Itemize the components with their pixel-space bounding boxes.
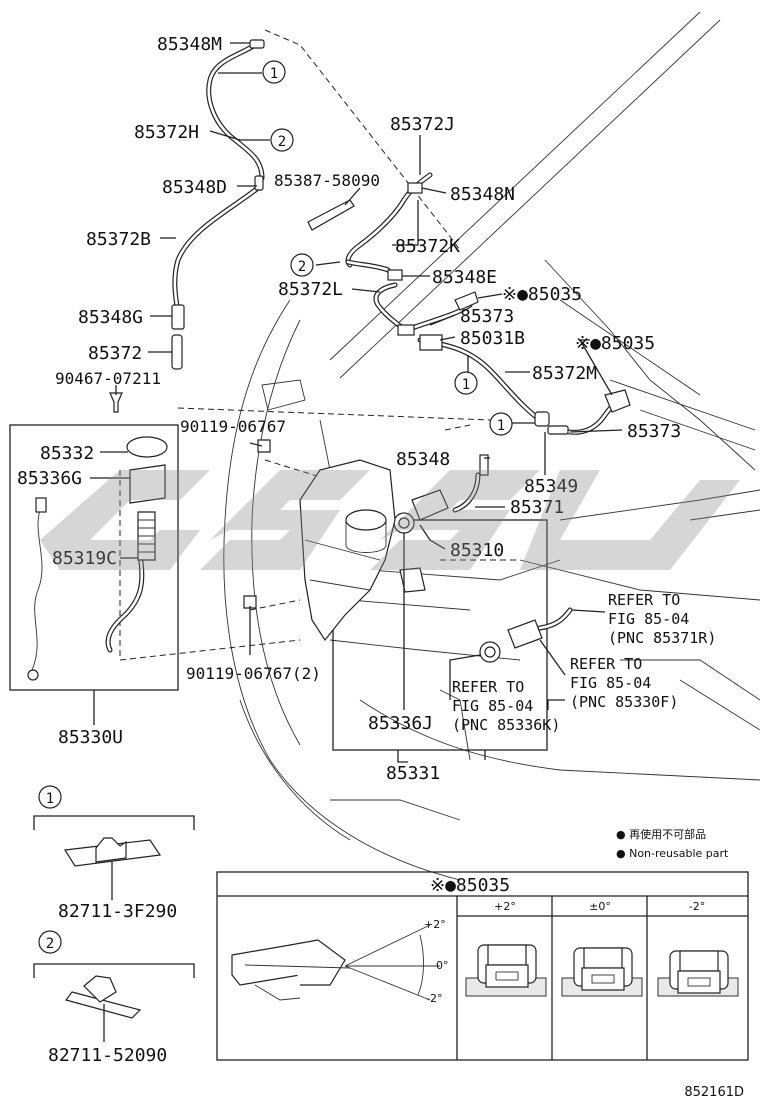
diagram-text: REFER TO (452, 678, 524, 696)
label-90467: 90467-07211 (55, 369, 161, 388)
label-85031B: 85031B (460, 328, 525, 349)
diagram-text: 2 (278, 134, 286, 150)
diagram-text: (PNC 85336K) (452, 716, 560, 734)
label-85372K: 85372K (395, 236, 460, 257)
diagram-text: FIG 85-04 (570, 674, 651, 692)
diagram-text: 1 (462, 377, 470, 393)
part-labels: 85348M 85372H 85348D 85372B 85348G 85372… (17, 34, 681, 784)
label-82711-3F290: 82711-3F290 (58, 901, 177, 922)
circle-marker-1c: 1 (489, 412, 513, 436)
clip-callout-1: 1 82711-3F290 (33, 785, 195, 922)
label-85372: 85372 (88, 343, 142, 364)
adjust-box-title: ※●85035 (430, 875, 510, 896)
label-82711-52090: 82711-52090 (48, 1045, 167, 1066)
diagram-text: 2 (46, 936, 54, 952)
diagram-text: (PNC 85330F) (570, 693, 678, 711)
label-85372M: 85372M (532, 363, 597, 384)
nozzle-view-minus2 (657, 950, 739, 997)
ref-note-85336K: REFER TO FIG 85-04 (PNC 85336K) (452, 678, 560, 734)
label-85348M: 85348M (157, 34, 222, 55)
diagram-text: REFER TO (570, 655, 642, 673)
diagram-text: -2° (426, 992, 442, 1005)
diagram-text: ● Non-reusable part (616, 847, 729, 860)
nozzle-view-plus2 (465, 944, 547, 997)
label-85035a: ※●85035 (502, 284, 582, 305)
small-parts (27, 39, 631, 681)
ref-note-85330F: REFER TO FIG 85-04 (PNC 85330F) (570, 655, 678, 711)
label-85310: 85310 (450, 540, 504, 561)
ref-note-85371R: REFER TO FIG 85-04 (PNC 85371R) (608, 591, 716, 647)
washer-tank (299, 459, 426, 642)
label-85336G: 85336G (17, 468, 82, 489)
label-85371: 85371 (510, 497, 564, 518)
label-85387: 85387-58090 (274, 171, 380, 190)
label-85373b: 85373 (627, 421, 681, 442)
diagram-text: FIG 85-04 (608, 610, 689, 628)
label-85348D: 85348D (162, 177, 227, 198)
diagram-text: FIG 85-04 (452, 697, 533, 715)
label-90119a: 90119-06767 (180, 417, 286, 436)
nozzle-adjust-box: ※●85035 +2° ±0° -2° +2° 0° -2° (216, 871, 749, 1061)
col-minus2: -2° (689, 900, 705, 913)
nozzle-view-zero (561, 947, 643, 997)
diagram-text: 1 (270, 66, 278, 82)
leader-lines (90, 42, 623, 763)
label-85336J: 85336J (368, 713, 433, 734)
label-85348: 85348 (396, 449, 450, 470)
kit-box-85331 (332, 519, 548, 751)
diagram-text: 1 (46, 791, 54, 807)
col-zero: ±0° (589, 900, 611, 913)
dashed-outlines (119, 29, 520, 661)
diagram-text: 0° (436, 959, 449, 972)
label-85330U: 85330U (58, 727, 123, 748)
label-85332: 85332 (40, 443, 94, 464)
label-85331: 85331 (386, 763, 440, 784)
label-85372J: 85372J (390, 114, 455, 135)
circle-marker-1a: 1 (262, 60, 286, 84)
label-85035b: ※●85035 (575, 333, 655, 354)
label-85349: 85349 (524, 476, 578, 497)
vehicle-body-outline (223, 11, 760, 881)
circle-marker-2a: 2 (270, 128, 294, 152)
circle-marker-2b: 2 (290, 253, 314, 277)
label-85372H: 85372H (134, 122, 199, 143)
watermark-logo (40, 470, 740, 570)
label-85372B: 85372B (86, 229, 151, 250)
diagram-text: 2 (298, 259, 306, 275)
diagram-text: ● 再使用不可部品 (616, 827, 706, 841)
label-85372L: 85372L (278, 279, 343, 300)
diagram-text: +2° (424, 918, 446, 931)
legend: ● 再使用不可部品 ● Non-reusable part (616, 827, 729, 860)
circle-marker-1b: 1 (454, 371, 478, 395)
col-plus2: +2° (494, 900, 516, 913)
label-85373a: 85373 (460, 306, 514, 327)
label-85348E: 85348E (432, 267, 497, 288)
diagram-text: 1 (497, 418, 505, 434)
clip-callout-2: 2 82711-52090 (33, 930, 195, 1066)
label-85348N: 85348N (450, 184, 515, 205)
label-85319C: 85319C (52, 548, 117, 569)
diagram-text: REFER TO (608, 591, 680, 609)
label-85348G: 85348G (78, 307, 143, 328)
label-90119b: 90119-06767(2) (186, 664, 321, 683)
figure-code: 852161D (684, 1085, 744, 1100)
diagram-text: (PNC 85371R) (608, 629, 716, 647)
